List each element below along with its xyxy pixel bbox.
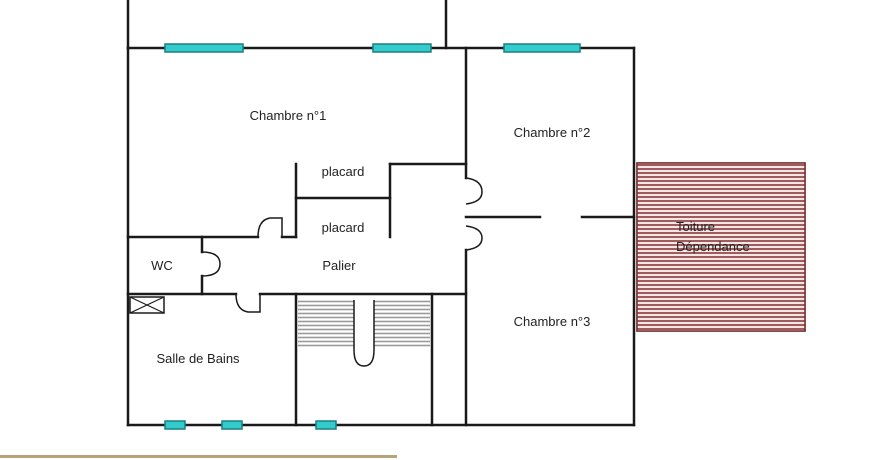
label-dependance: Dépendance xyxy=(676,239,750,254)
windows-top xyxy=(164,43,581,53)
label-placard-2: placard xyxy=(322,220,365,235)
interior-walls xyxy=(126,46,636,427)
label-wc: WC xyxy=(151,258,173,273)
label-toiture: Toiture xyxy=(676,219,715,234)
bottom-rule xyxy=(0,455,397,458)
label-chambre-1: Chambre n°1 xyxy=(250,108,327,123)
stair-landing xyxy=(353,300,375,367)
window xyxy=(221,420,243,430)
window xyxy=(503,43,581,53)
staircase xyxy=(298,300,430,367)
label-chambre-2: Chambre n°2 xyxy=(514,125,591,140)
label-chambre-3: Chambre n°3 xyxy=(514,314,591,329)
label-placard-1: placard xyxy=(322,164,365,179)
label-palier: Palier xyxy=(322,258,356,273)
window xyxy=(372,43,432,53)
window xyxy=(164,420,186,430)
doors xyxy=(201,177,483,313)
window xyxy=(315,420,337,430)
vent-icon xyxy=(129,296,165,314)
toiture-hatching xyxy=(636,162,806,332)
windows-bottom xyxy=(164,420,337,430)
upper-walls xyxy=(126,0,448,50)
window xyxy=(164,43,244,53)
stairs-left xyxy=(298,300,354,348)
stairs-right xyxy=(374,300,430,348)
label-salle-de-bains: Salle de Bains xyxy=(156,351,240,366)
